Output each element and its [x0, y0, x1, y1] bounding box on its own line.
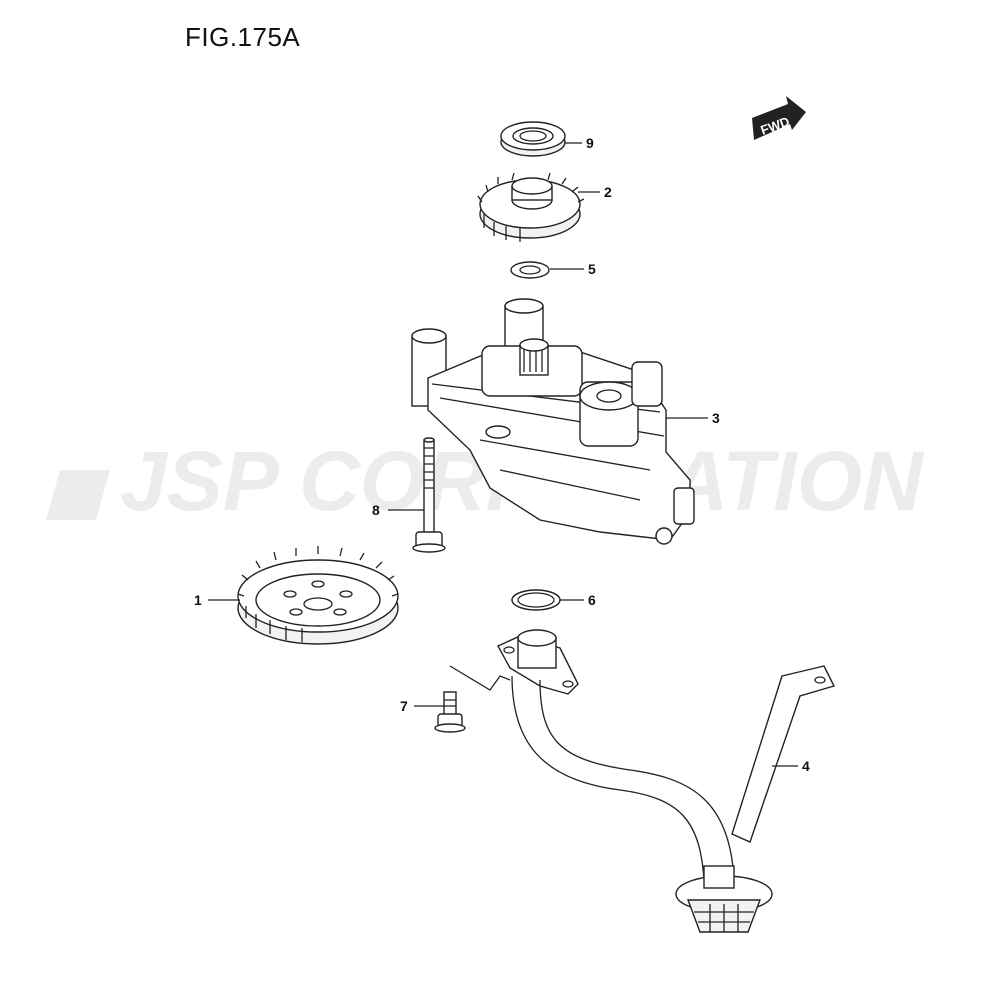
- callout-8: 8: [372, 502, 380, 518]
- fwd-arrow-icon: [752, 96, 806, 140]
- part-pump-drive-gear[interactable]: [477, 172, 585, 242]
- callout-1: 1: [194, 592, 202, 608]
- fwd-direction-badge: FWD: [752, 96, 806, 140]
- callout-4: 4: [802, 758, 810, 774]
- callout-3: 3: [712, 410, 720, 426]
- part-oil-strainer[interactable]: [497, 629, 836, 933]
- callout-9: 9: [586, 135, 594, 151]
- part-o-ring[interactable]: [511, 589, 561, 611]
- callout-5: 5: [588, 261, 596, 277]
- part-oil-seal[interactable]: [500, 121, 566, 157]
- part-bolt-long[interactable]: [412, 437, 446, 553]
- callouts: 9 2 5 3 8 1 6 7 4: [194, 135, 810, 774]
- watermark-logo-icon: [46, 470, 110, 520]
- part-pump-driven-gear[interactable]: [237, 546, 399, 645]
- part-oil-pump-assembly[interactable]: [411, 298, 695, 545]
- figure-title: FIG.175A: [185, 22, 301, 52]
- callout-7: 7: [400, 698, 408, 714]
- callout-6: 6: [588, 592, 596, 608]
- part-washer[interactable]: [510, 261, 550, 279]
- callout-2: 2: [604, 184, 612, 200]
- part-bolt-short[interactable]: [434, 665, 511, 733]
